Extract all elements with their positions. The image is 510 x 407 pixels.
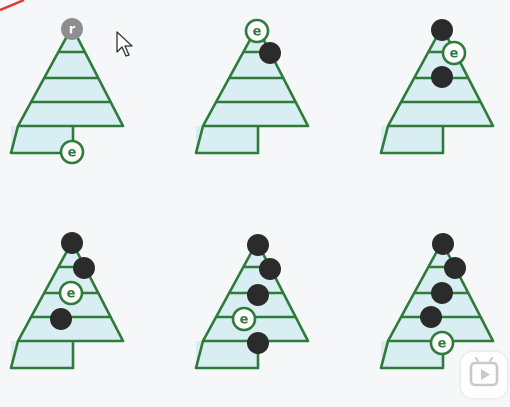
dark-bead (247, 332, 269, 354)
dark-bead (247, 284, 269, 306)
dark-bead (259, 258, 281, 280)
tree-trunk (196, 126, 258, 153)
tree-trunk (381, 126, 443, 153)
dark-bead (431, 282, 453, 304)
e-bead (244, 18, 270, 44)
e-bead (59, 139, 85, 165)
e-bead-label: e (240, 313, 249, 328)
top-bead (61, 18, 83, 40)
e-bead (231, 306, 257, 332)
tree-crown-outline (201, 25, 310, 128)
tree-trunk-outline (194, 125, 260, 155)
e-bead (441, 40, 467, 66)
mouse-pointer-icon (116, 31, 133, 57)
dark-bead (50, 308, 72, 330)
tree-crown-outline (386, 25, 495, 128)
dark-bead (73, 257, 95, 279)
play-button[interactable] (461, 352, 507, 398)
e-bead-label: e (253, 25, 262, 40)
dark-bead (431, 19, 453, 41)
dark-bead (247, 234, 269, 256)
dark-bead (431, 66, 453, 88)
dark-bead (61, 232, 83, 254)
e-bead-label: e (438, 337, 447, 352)
christmas-tree: e (379, 19, 495, 155)
tree-trunk-outline (194, 340, 260, 370)
dark-bead (259, 42, 281, 64)
christmas-tree: e (9, 232, 125, 370)
e-bead-label: e (68, 146, 77, 161)
tree-crown-outline (16, 25, 125, 128)
e-bead-label: e (67, 287, 76, 302)
tree-crown-outline (16, 240, 125, 343)
e-bead (429, 330, 455, 356)
e-bead (58, 280, 84, 306)
christmas-tree: e (379, 233, 495, 370)
christmas-tree: e (194, 234, 310, 370)
dark-bead (432, 233, 454, 255)
dark-bead (444, 257, 466, 279)
tree-trunk (11, 341, 73, 368)
tree-crown (18, 27, 123, 126)
tree-trunk-outline (9, 125, 75, 155)
tree-trunk-outline (379, 125, 445, 155)
top-bead-label: r (69, 23, 76, 38)
tree-trunk-outline (9, 340, 75, 370)
e-bead-label: e (450, 47, 459, 62)
christmas-tree: e (194, 18, 310, 155)
christmas-tree: re (9, 18, 125, 165)
red-arc-mark-icon (0, 0, 25, 12)
dark-bead (420, 306, 442, 328)
play-icon (469, 357, 499, 387)
